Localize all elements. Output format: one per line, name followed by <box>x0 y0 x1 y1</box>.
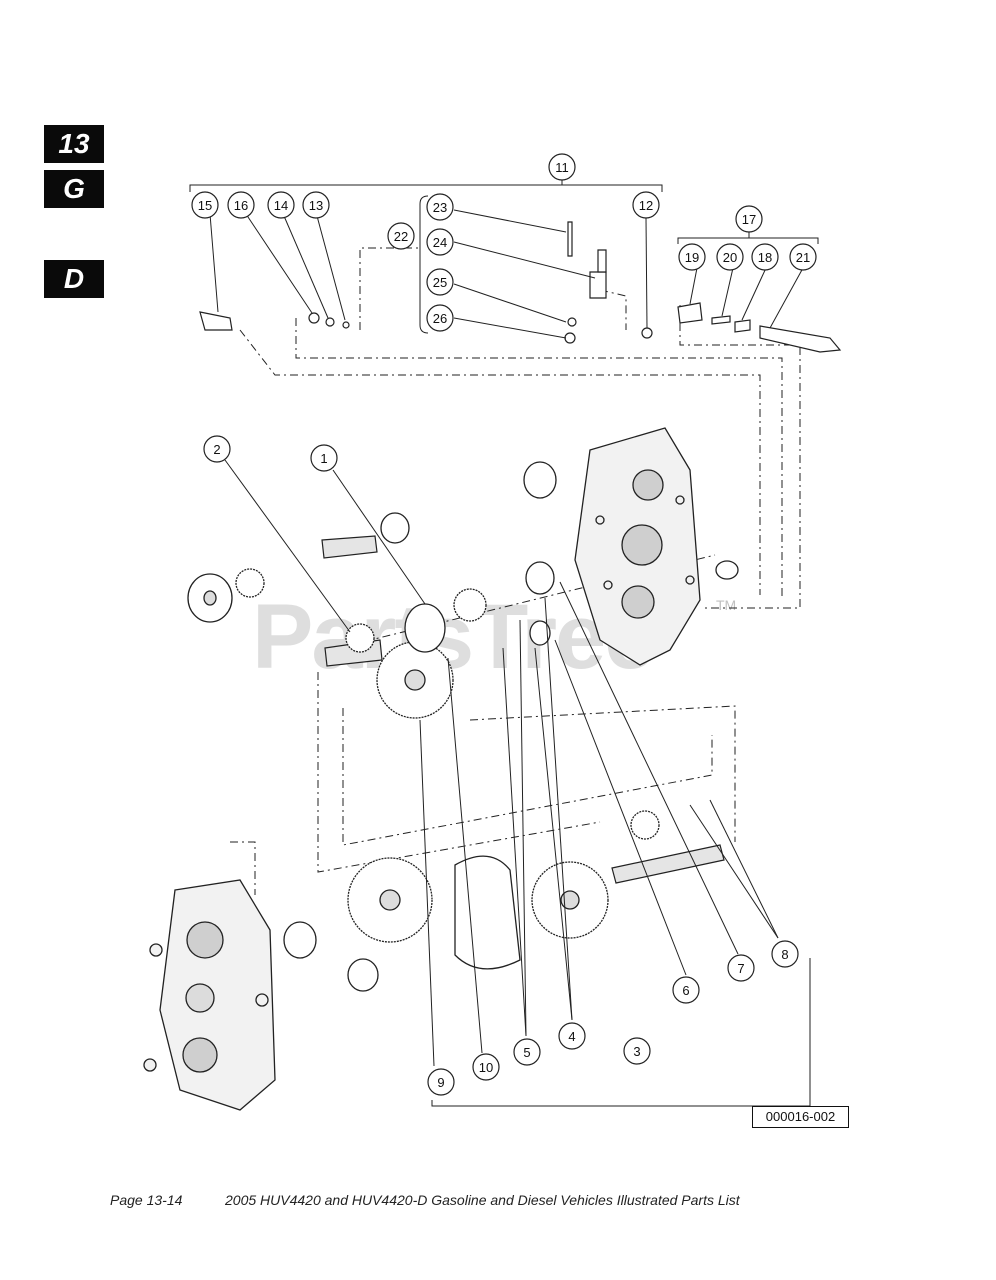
callout-18-label: 18 <box>758 250 772 265</box>
callout-9 <box>427 1068 455 1096</box>
callout-8-label: 8 <box>781 947 788 962</box>
footer-title: 2005 HUV4420 and HUV4420-D Gasoline and … <box>225 1192 740 1208</box>
callout-21 <box>789 243 817 271</box>
callout-24-label: 24 <box>433 235 447 250</box>
callout-14-label: 14 <box>274 198 288 213</box>
callout-12-label: 12 <box>639 198 653 213</box>
callout-16-label: 16 <box>234 198 248 213</box>
callout-22 <box>387 222 415 250</box>
callouts <box>191 153 817 1096</box>
bracket-22 <box>419 195 429 334</box>
callout-25-label: 25 <box>433 275 447 290</box>
callout-1 <box>310 444 338 472</box>
callout-7 <box>727 954 755 982</box>
callout-19 <box>678 243 706 271</box>
watermark-tm: TM <box>716 597 737 613</box>
callout-9-label: 9 <box>437 1075 444 1090</box>
callout-26 <box>426 304 454 332</box>
callout-21-label: 21 <box>796 250 810 265</box>
bracket-17 <box>677 237 819 244</box>
callout-5-label: 5 <box>523 1045 530 1060</box>
callout-17 <box>735 205 763 233</box>
callout-16 <box>227 191 255 219</box>
callout-6-label: 6 <box>682 983 689 998</box>
callout-20 <box>716 243 744 271</box>
callout-6 <box>672 976 700 1004</box>
callout-15 <box>191 191 219 219</box>
callout-19-label: 19 <box>685 250 699 265</box>
callout-12 <box>632 191 660 219</box>
callout-25 <box>426 268 454 296</box>
callout-10 <box>472 1053 500 1081</box>
callout-4 <box>558 1022 586 1050</box>
callout-24 <box>426 228 454 256</box>
callout-3-label: 3 <box>633 1044 640 1059</box>
callout-18 <box>751 243 779 271</box>
callout-2 <box>203 435 231 463</box>
callout-15-label: 15 <box>198 198 212 213</box>
callout-11 <box>548 153 576 181</box>
section-tab-g[interactable]: G <box>44 170 104 208</box>
callout-13 <box>302 191 330 219</box>
housing-front <box>574 427 701 666</box>
callout-4-label: 4 <box>568 1029 575 1044</box>
footer-page-number: Page 13-14 <box>110 1192 183 1208</box>
callout-23 <box>426 193 454 221</box>
figure-reference: 000016-002 <box>752 1106 849 1128</box>
callout-17-label: 17 <box>742 212 756 227</box>
housing-rear <box>143 879 276 1111</box>
callout-11-label: 11 <box>555 160 569 175</box>
callout-20-label: 20 <box>723 250 737 265</box>
bracket-11 <box>189 184 663 192</box>
callout-1-label: 1 <box>320 451 327 466</box>
callout-7-label: 7 <box>737 961 744 976</box>
callout-10-label: 10 <box>479 1060 493 1075</box>
callout-23-label: 23 <box>433 200 447 215</box>
callout-14 <box>267 191 295 219</box>
section-tab-13[interactable]: 13 <box>44 125 104 163</box>
callout-5 <box>513 1038 541 1066</box>
callout-13-label: 13 <box>309 198 323 213</box>
bracket-3 <box>431 958 811 1107</box>
callout-2-label: 2 <box>213 442 220 457</box>
section-tab-d[interactable]: D <box>44 260 104 298</box>
callout-3 <box>623 1037 651 1065</box>
callout-8 <box>771 940 799 968</box>
callout-22-label: 22 <box>394 229 408 244</box>
callout-26-label: 26 <box>433 311 447 326</box>
